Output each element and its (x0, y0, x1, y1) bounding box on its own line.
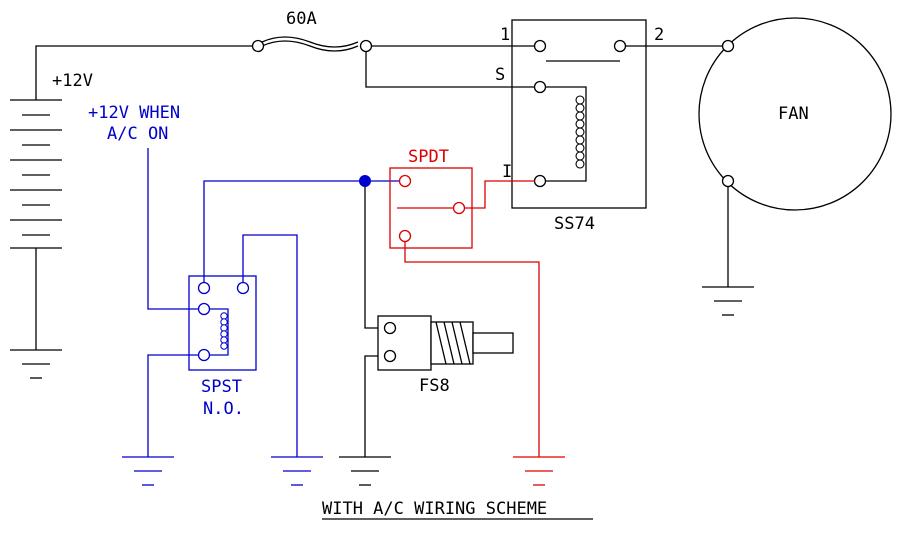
battery-feed-wire (35, 45, 255, 100)
battery-symbol (10, 99, 62, 249)
spst-terminal-4 (197, 348, 211, 362)
battery-label: +12V (52, 71, 93, 91)
spst-ground-symbol (122, 456, 174, 486)
fan-motor (698, 17, 892, 211)
spst-terminal-2 (236, 281, 250, 295)
junction-dot (359, 175, 371, 187)
fan-label: FAN (778, 104, 809, 124)
spst-output-ground-symbol (271, 456, 323, 486)
ac-signal-wiring (147, 148, 405, 457)
spst-label-line1: SPST (201, 377, 242, 397)
relay-ss74 (511, 19, 647, 209)
fan-circle (698, 17, 892, 211)
spdt-label: SPDT (408, 147, 449, 167)
spdt-ground-symbol (513, 456, 565, 486)
relay-pin2-label: 2 (654, 25, 664, 45)
spdt-terminal-common (452, 201, 466, 215)
relay-pins-label: S (495, 65, 505, 85)
relay-terminal-2 (613, 39, 627, 53)
fs8-probe (472, 332, 514, 354)
spst-box (188, 275, 257, 371)
fs8-threads (435, 321, 471, 365)
relay-s-feed-wire (365, 46, 540, 88)
spdt-wiring (389, 167, 540, 457)
spdt-to-relay-wire (465, 180, 535, 209)
spst-terminal-1 (197, 281, 211, 295)
fs8-ground-wire (364, 355, 390, 457)
ac-signal-label-line1: +12V WHEN (88, 103, 180, 123)
spst-coil (220, 312, 228, 350)
fuse-symbol (251, 36, 373, 53)
relay-terminal-i (533, 174, 547, 188)
relay-coil-wire (546, 86, 587, 182)
relay-label: SS74 (554, 214, 595, 234)
relay-coil (575, 95, 585, 169)
relay-box (511, 19, 647, 209)
fs8-terminal-top (383, 321, 397, 335)
spdt-terminal-top (398, 174, 412, 188)
ac-signal-wire (147, 148, 204, 310)
relay-pini-label: I (502, 162, 512, 182)
fan-terminal-bottom (721, 174, 735, 188)
fan-switch-fs8 (377, 315, 514, 371)
spst-output-wire (242, 234, 298, 457)
fs8-terminal-bottom (383, 349, 397, 363)
spdt-terminal-bottom (398, 229, 412, 243)
spst-label-line2: N.O. (203, 399, 244, 419)
fan-switch-label: FS8 (419, 376, 450, 396)
spst-relay (188, 275, 257, 371)
fan-ground-symbol (702, 286, 754, 316)
ac-signal-label-line2: A/C ON (107, 124, 168, 144)
relay-terminal-s (533, 80, 547, 94)
spdt-feed-wire (203, 180, 405, 288)
fs8-ground-symbol (339, 456, 391, 486)
battery-ground-symbol (10, 349, 62, 379)
diagram-caption: WITH A/C WIRING SCHEME (322, 499, 547, 519)
spst-terminal-3 (197, 302, 211, 316)
spdt-ground-wire (404, 242, 540, 457)
relay-terminal-1 (533, 39, 547, 53)
fs8-feed-wire (364, 181, 390, 329)
fuse-label: 60A (286, 9, 317, 29)
power-wiring (35, 45, 729, 457)
spst-ground-wire (147, 354, 204, 457)
spst-coil-wire (210, 308, 229, 356)
relay-pin1-label: 1 (500, 25, 510, 45)
fan-terminal-top (721, 39, 735, 53)
